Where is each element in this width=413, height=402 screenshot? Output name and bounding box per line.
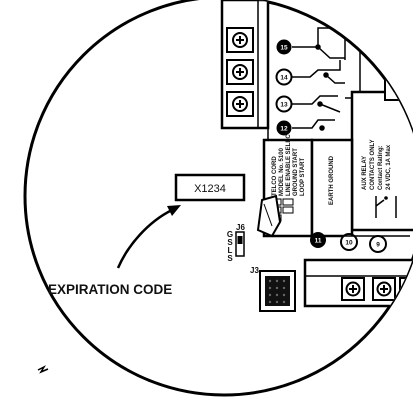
expiration-code-callout: EXPIRATION CODE	[48, 282, 172, 297]
bottom-screw-2	[373, 278, 395, 300]
terminal-block-bottom	[305, 260, 413, 306]
j3-label: J3	[250, 266, 259, 275]
expiration-code-box: X1234	[176, 175, 244, 200]
earth-ground-label: EARTH GROUND	[329, 155, 335, 205]
earth-ground-strip: EARTH GROUND 11	[310, 140, 352, 248]
telco-card-line-2: MODEL No. 5100	[279, 147, 285, 196]
relay-card-line-3: Contact Rating:	[378, 145, 384, 190]
terminal-screw-2	[227, 60, 253, 84]
relay-card-line-1: AUX RELAY	[362, 156, 368, 190]
telco-card-line-1: TELCO CORD	[272, 156, 278, 196]
terminal-15-label: 15	[280, 45, 288, 52]
j6-label: J6	[236, 223, 245, 232]
telco-card-line-4: GROUND START	[293, 148, 299, 196]
terminal-10-label: 10	[345, 240, 353, 247]
stray-mark	[38, 367, 48, 372]
terminal-13-label: 13	[280, 102, 288, 109]
terminal-11-label: 11	[315, 238, 322, 245]
relay-card-line-2: CONTACTS ONLY	[370, 139, 376, 190]
relay-card-line-4: 24 VDC, 1A Max	[386, 144, 392, 190]
terminal-screw-1	[227, 28, 253, 52]
terminal-14-label: 14	[280, 75, 288, 82]
upper-right-card-edge	[385, 20, 413, 100]
j6-pin-s2: S	[227, 254, 233, 263]
telco-card: TELCO CORD MODEL No. 5100 LINE ENABLE SE…	[258, 130, 312, 236]
telco-card-line-3: LINE ENABLE SELECT	[286, 130, 292, 196]
expiration-code-value: X1234	[194, 183, 226, 195]
aux-relay-card: AUX RELAY CONTACTS ONLY Contact Rating: …	[352, 92, 413, 230]
terminal-block-top	[222, 0, 268, 128]
bottom-screw-1	[342, 278, 364, 300]
terminal-9-label: 9	[376, 242, 380, 249]
bottom-screw-3	[400, 278, 413, 300]
telco-card-line-5: LOOP START	[300, 158, 306, 196]
terminal-screw-3	[227, 92, 253, 116]
